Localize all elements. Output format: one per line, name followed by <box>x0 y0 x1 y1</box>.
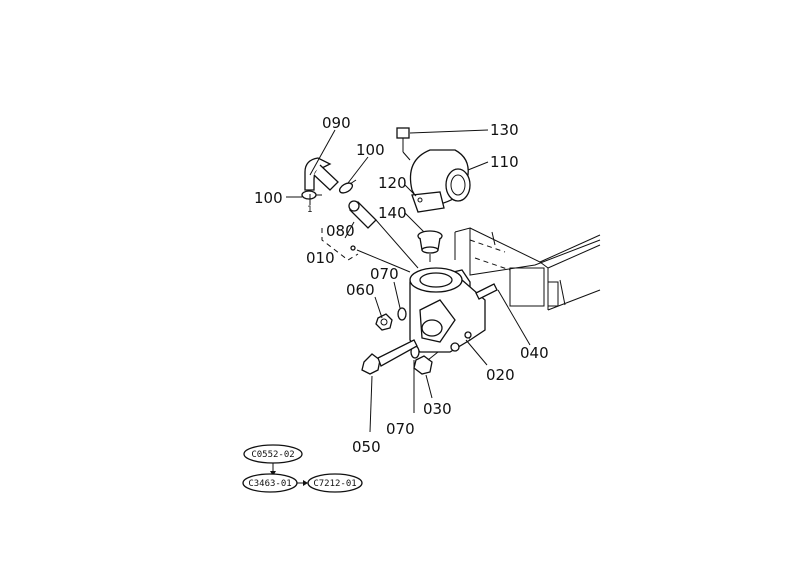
callout-130: 130 <box>490 121 519 139</box>
reference-label-bottom-right: C7212-01 <box>313 479 356 489</box>
hose-clamp-part-100a <box>301 190 322 200</box>
bypass-hose-part-090 <box>304 157 339 191</box>
callout-100-left: 100 <box>254 189 283 207</box>
reference-oval-bottom-right[interactable] <box>307 473 363 493</box>
callout-120: 120 <box>378 174 407 192</box>
leader-lines <box>286 129 531 433</box>
reference-tree: C0552-02 C3463-01 C7212-01 <box>242 444 363 493</box>
washer-part-070a <box>397 307 407 321</box>
reference-label-bottom-left: C3463-01 <box>248 479 291 489</box>
engine-block-outline <box>454 227 601 311</box>
callout-110: 110 <box>490 153 519 171</box>
callout-020: 020 <box>486 366 515 384</box>
callout-040: 040 <box>520 344 549 362</box>
thermostat-housing-body <box>409 267 486 353</box>
bolt-part-130 <box>396 127 411 161</box>
water-outlet-elbow-part-110 <box>409 149 471 213</box>
callout-060: 060 <box>346 281 375 299</box>
reference-label-top: C0552-02 <box>251 450 294 460</box>
thermostat-part-140 <box>417 230 443 262</box>
callout-070-upper: 070 <box>370 265 399 283</box>
callout-090: 090 <box>322 114 351 132</box>
assembly-bracket-010 <box>321 228 359 261</box>
callout-030: 030 <box>423 400 452 418</box>
callout-100-upper: 100 <box>356 141 385 159</box>
callout-010: 010 <box>306 249 335 267</box>
nut-part-060 <box>375 313 393 331</box>
callout-050: 050 <box>352 438 381 456</box>
stud-part-040 <box>475 283 498 300</box>
callout-070-lower: 070 <box>386 420 415 438</box>
bolt-part-050 <box>361 339 418 375</box>
hose-clamp-part-100b <box>338 179 357 194</box>
callout-marker-1: 1 <box>307 205 312 215</box>
callout-140: 140 <box>378 204 407 222</box>
callout-080: 080 <box>326 222 355 240</box>
